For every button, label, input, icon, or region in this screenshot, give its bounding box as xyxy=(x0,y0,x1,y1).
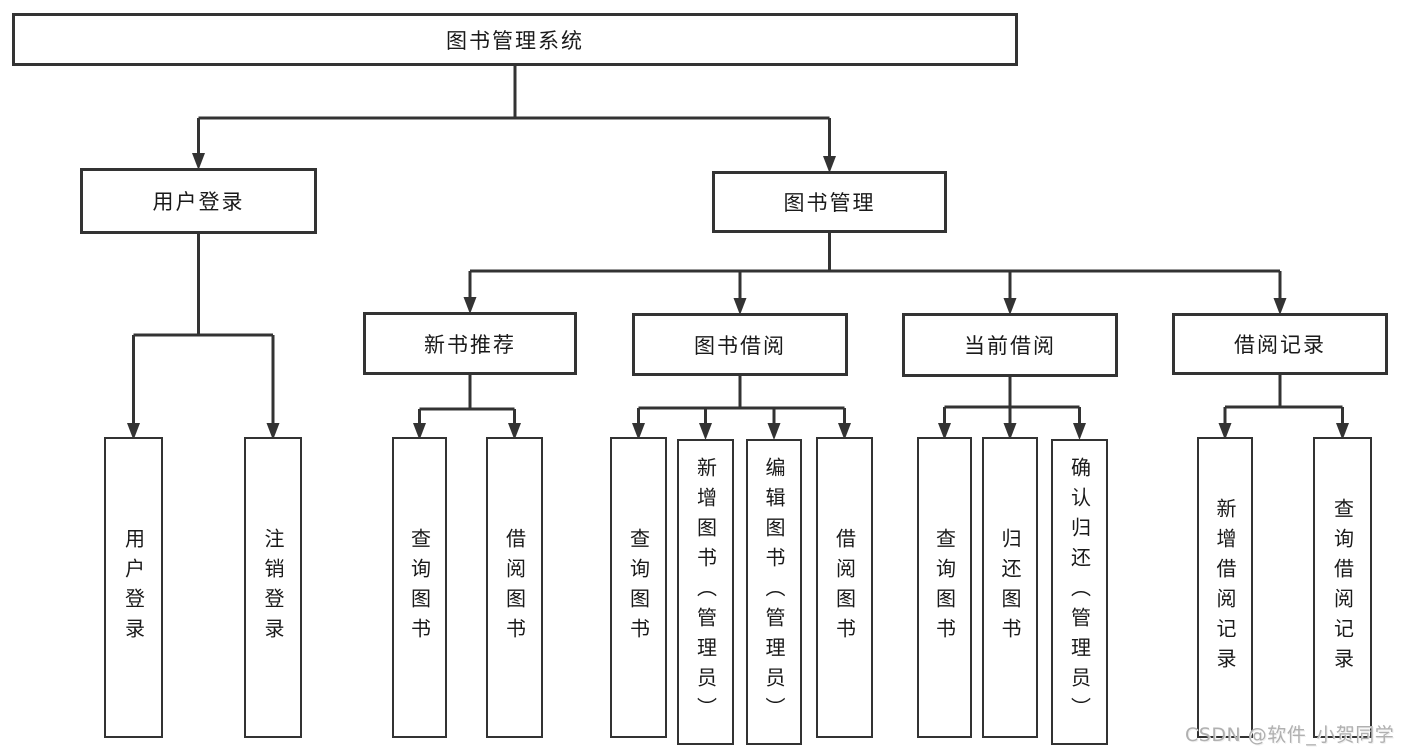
leaf-confirm-return-admin: 确认归还（管理员） xyxy=(1051,439,1108,745)
leaf-return-books: 归还图书 xyxy=(982,437,1038,738)
leaf-query-books-borrow-label: 查询图书 xyxy=(626,527,651,648)
node-user-login: 用户登录 xyxy=(80,168,317,234)
leaf-query-books-recommend-label: 查询图书 xyxy=(407,527,432,648)
node-root-system: 图书管理系统 xyxy=(12,13,1018,66)
leaf-query-borrow-record: 查询借阅记录 xyxy=(1313,437,1372,738)
node-book-borrow: 图书借阅 xyxy=(632,313,848,376)
leaf-confirm-return-admin-label: 确认归还（管理员） xyxy=(1067,457,1092,727)
leaf-add-borrow-record-label: 新增借阅记录 xyxy=(1213,497,1237,678)
node-borrow-record: 借阅记录 xyxy=(1172,313,1388,375)
node-current-borrow: 当前借阅 xyxy=(902,313,1118,377)
leaf-borrow-books-recommend-label: 借阅图书 xyxy=(502,527,527,648)
leaf-borrow-books-label: 借阅图书 xyxy=(832,527,857,648)
leaf-edit-books-admin-label: 编辑图书（管理员） xyxy=(762,457,786,727)
node-book-management: 图书管理 xyxy=(712,171,947,233)
leaf-query-borrow-record-label: 查询借阅记录 xyxy=(1330,497,1355,678)
node-current-borrow-label: 当前借阅 xyxy=(964,334,1056,358)
leaf-query-books-borrow: 查询图书 xyxy=(610,437,667,738)
node-book-borrow-label: 图书借阅 xyxy=(694,333,786,358)
leaf-add-books-admin-label: 新增图书（管理员） xyxy=(693,457,718,727)
leaf-borrow-books: 借阅图书 xyxy=(816,437,873,738)
csdn-watermark: CSDN @软件_小贺同学 xyxy=(1185,724,1395,746)
leaf-query-books-current: 查询图书 xyxy=(917,437,972,738)
leaf-add-borrow-record: 新增借阅记录 xyxy=(1197,437,1253,738)
leaf-user-login-label: 用户登录 xyxy=(121,527,146,648)
node-book-management-label: 图书管理 xyxy=(783,191,876,215)
leaf-logout: 注销登录 xyxy=(244,437,302,738)
node-new-book-recommend-label: 新书推荐 xyxy=(424,332,516,357)
node-root-system-label: 图书管理系统 xyxy=(446,28,584,53)
leaf-add-books-admin: 新增图书（管理员） xyxy=(677,439,734,745)
leaf-logout-label: 注销登录 xyxy=(261,527,285,648)
leaf-borrow-books-recommend: 借阅图书 xyxy=(486,437,543,738)
node-user-login-label: 用户登录 xyxy=(152,190,245,214)
leaf-user-login: 用户登录 xyxy=(104,437,163,738)
leaf-query-books-recommend: 查询图书 xyxy=(392,437,447,738)
leaf-edit-books-admin: 编辑图书（管理员） xyxy=(746,439,802,745)
leaf-query-books-current-label: 查询图书 xyxy=(932,527,957,648)
node-borrow-record-label: 借阅记录 xyxy=(1234,333,1326,357)
leaf-return-books-label: 归还图书 xyxy=(998,527,1022,648)
node-new-book-recommend: 新书推荐 xyxy=(363,312,577,375)
